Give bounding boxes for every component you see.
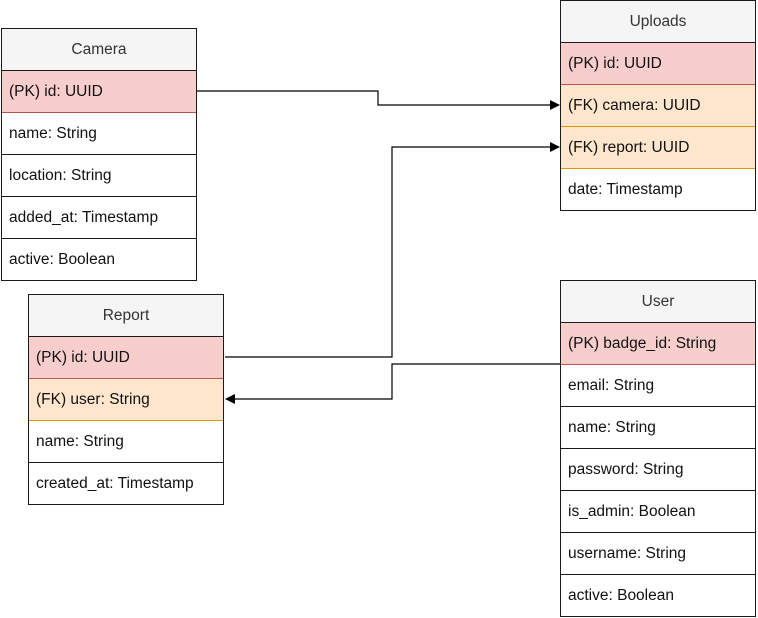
field-user-username[interactable]: username: String <box>561 533 755 575</box>
field-user-is-admin[interactable]: is_admin: Boolean <box>561 491 755 533</box>
entity-report[interactable]: Report (PK) id: UUID (FK) user: String n… <box>28 294 224 505</box>
field-uploads-report[interactable]: (FK) report: UUID <box>561 127 755 169</box>
field-report-name[interactable]: name: String <box>29 421 223 463</box>
entity-user[interactable]: User (PK) badge_id: String email: String… <box>560 280 756 617</box>
field-report-user[interactable]: (FK) user: String <box>29 379 223 421</box>
entity-report-title[interactable]: Report <box>29 295 223 337</box>
field-user-badge-id[interactable]: (PK) badge_id: String <box>561 323 755 365</box>
field-camera-location[interactable]: location: String <box>2 155 196 197</box>
field-camera-id[interactable]: (PK) id: UUID <box>2 71 196 113</box>
field-camera-name[interactable]: name: String <box>2 113 196 155</box>
field-uploads-id[interactable]: (PK) id: UUID <box>561 43 755 85</box>
entity-camera[interactable]: Camera (PK) id: UUID name: String locati… <box>1 28 197 281</box>
field-uploads-camera[interactable]: (FK) camera: UUID <box>561 85 755 127</box>
field-report-created-at[interactable]: created_at: Timestamp <box>36 475 194 492</box>
connector-camera-id-to-uploads-camera[interactable] <box>197 90 560 110</box>
field-uploads-date[interactable]: date: Timestamp <box>568 181 683 198</box>
field-user-active[interactable]: active: Boolean <box>568 587 674 604</box>
entity-uploads[interactable]: Uploads (PK) id: UUID (FK) camera: UUID … <box>560 0 756 211</box>
entity-camera-title[interactable]: Camera <box>2 29 196 71</box>
entity-user-title[interactable]: User <box>561 281 755 323</box>
entity-uploads-title[interactable]: Uploads <box>561 1 755 43</box>
connector-user-badge-id-to-report-user[interactable] <box>225 363 560 404</box>
field-user-email[interactable]: email: String <box>561 365 755 407</box>
field-camera-added-at[interactable]: added_at: Timestamp <box>2 197 196 239</box>
field-user-name[interactable]: name: String <box>561 407 755 449</box>
field-camera-active[interactable]: active: Boolean <box>9 251 115 268</box>
field-report-id[interactable]: (PK) id: UUID <box>29 337 223 379</box>
field-user-password[interactable]: password: String <box>561 449 755 491</box>
connector-report-id-to-uploads-report[interactable] <box>225 142 560 358</box>
